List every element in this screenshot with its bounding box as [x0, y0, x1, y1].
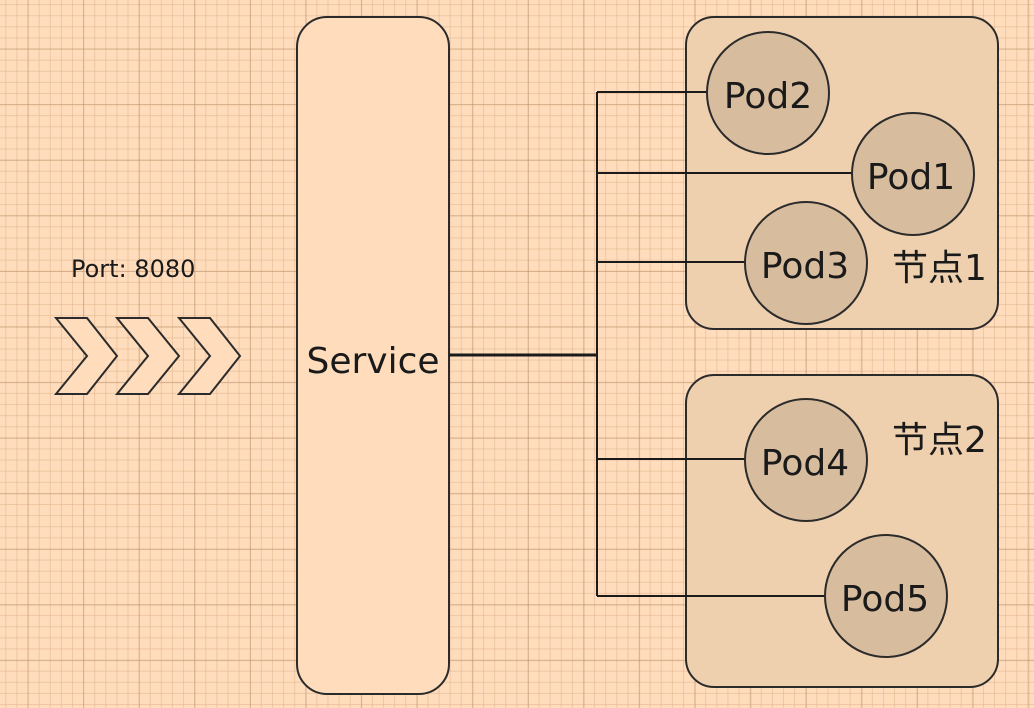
pod-label: Pod1	[867, 157, 955, 198]
chevron-icon	[53, 317, 119, 395]
traffic-arrows	[53, 317, 242, 395]
pod-1: Pod1	[851, 112, 975, 236]
node-2-label: 节点2	[892, 420, 987, 461]
node-1-label: 节点1	[892, 248, 987, 289]
port-label: Port: 8080	[71, 255, 195, 283]
service-label: Service	[306, 341, 439, 382]
pod-label: Pod4	[761, 443, 849, 484]
chevron-icon	[176, 317, 242, 395]
pod-3: Pod3	[744, 201, 868, 325]
pod-4: Pod4	[744, 398, 868, 522]
chevron-icon	[114, 317, 181, 395]
connectors	[449, 91, 852, 597]
pod-label: Pod2	[724, 76, 812, 117]
pod-label: Pod5	[841, 579, 929, 620]
pod-5: Pod5	[824, 534, 948, 658]
pod-label: Pod3	[761, 246, 849, 287]
service-box: Service	[296, 16, 450, 695]
pod-2: Pod2	[706, 31, 830, 155]
